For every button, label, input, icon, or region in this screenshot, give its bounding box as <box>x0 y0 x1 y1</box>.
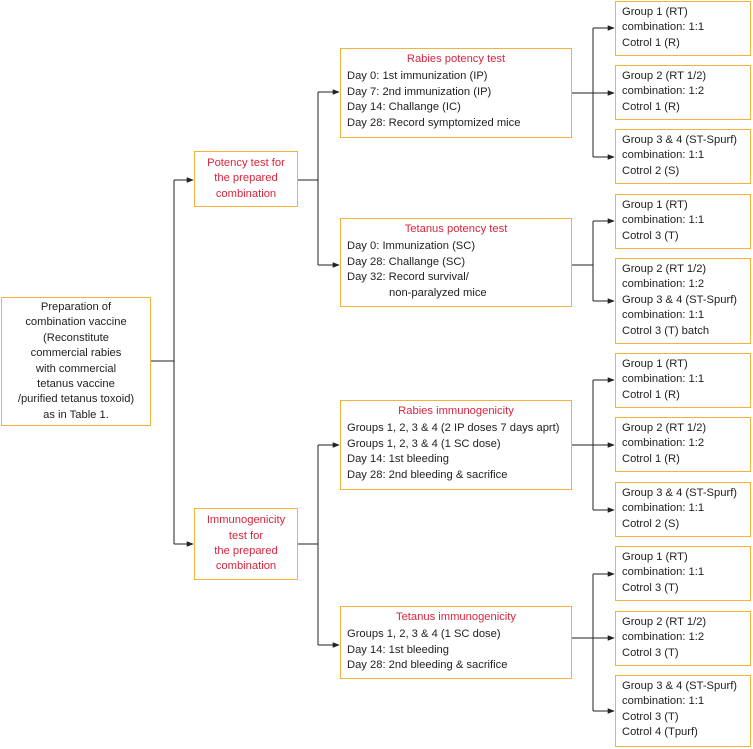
group-line: combination: 1:1 <box>622 502 705 515</box>
group-line: Cotrol 1 (R) <box>622 452 680 465</box>
root-line: tetanus vaccine <box>37 377 115 390</box>
tetanus-immuno-step: Groups 1, 2, 3 & 4 (1 SC dose) <box>347 628 501 641</box>
tetanus-immuno-title: Tetanus immunogenicity <box>395 611 516 623</box>
potency-line: the prepared <box>214 172 278 185</box>
rabies-immuno-step: Day 14: 1st bleeding <box>347 453 449 466</box>
group-box: Group 1 (RT) combination: 1:1 Cotrol 3 (… <box>615 194 751 249</box>
group-line: Cotrol 2 (S) <box>622 517 680 530</box>
group-line: Cotrol 3 (T) <box>622 229 679 242</box>
immuno-line: Immunogenicity <box>206 514 286 527</box>
group-line: combination: 1:1 <box>622 149 705 162</box>
potency-line: Potency test for <box>207 156 285 169</box>
group-line: combination: 1:1 <box>622 214 705 227</box>
group-line: Cotrol 3 (T) <box>622 581 679 594</box>
group-line: combination: 1:1 <box>622 309 705 322</box>
group-line: combination: 1:1 <box>622 566 705 579</box>
group-box: Group 2 (RT 1/2) combination: 1:2 Cotrol… <box>615 417 751 472</box>
group-line: Group 3 & 4 (ST-Spurf) <box>622 134 738 146</box>
group-line: Cotrol 1 (R) <box>622 36 680 49</box>
group-line: Group 1 (RT) <box>622 551 688 563</box>
tetanus-potency-title: Tetanus potency test <box>404 223 508 235</box>
group-box: Group 3 & 4 (ST-Spurf) combination: 1:1 … <box>615 482 751 537</box>
group-line: Group 2 (RT 1/2) <box>622 422 707 434</box>
group-box: Group 1 (RT) combination: 1:1 Cotrol 1 (… <box>615 1 751 56</box>
root-line: combination vaccine <box>25 316 127 329</box>
tetanus-potency-step: Day 28: Challange (SC) <box>347 255 466 268</box>
group-line: Group 3 & 4 (ST-Spurf) <box>622 487 738 499</box>
rabies-immuno-title: Rabies immunogenicity <box>398 405 514 417</box>
rabies-potency-step: Day 0: 1st immunization (IP) <box>347 70 488 83</box>
group-box: Group 3 & 4 (ST-Spurf) combination: 1:1 … <box>615 675 751 747</box>
immunogenicity-test-box: Immunogenicity test for the prepared com… <box>194 508 298 580</box>
root-line: as in Table 1. <box>43 408 109 421</box>
group-line: Group 3 & 4 (ST-Spurf) <box>622 680 738 692</box>
group-line: Cotrol 4 (Tpurf) <box>622 726 698 739</box>
group-line: combination: 1:2 <box>622 278 705 291</box>
group-line: Group 2 (RT 1/2) <box>622 263 707 275</box>
group-line: Cotrol 3 (T) batch <box>622 324 710 337</box>
tetanus-potency-box: Tetanus potency test Day 0: Immunization… <box>340 218 572 307</box>
group-line: Group 3 & 4 (ST-Spurf) <box>622 293 738 306</box>
rabies-immunogenicity-box: Rabies immunogenicity Groups 1, 2, 3 & 4… <box>340 400 572 490</box>
group-line: Group 1 (RT) <box>622 199 688 211</box>
group-line: Group 2 (RT 1/2) <box>622 70 707 82</box>
group-line: combination: 1:2 <box>622 631 705 644</box>
group-line: Cotrol 3 (T) <box>622 646 679 659</box>
tetanus-potency-step: Day 32: Record survival/ <box>347 271 469 284</box>
tetanus-potency-step: Day 0: Immunization (SC) <box>347 240 476 253</box>
root-preparation-box: Preparation of combination vaccine (Reco… <box>1 297 151 426</box>
group-line: Group 2 (RT 1/2) <box>622 616 707 628</box>
root-line: /purified tetanus toxoid) <box>17 393 135 406</box>
group-box: Group 1 (RT) combination: 1:1 Cotrol 3 (… <box>615 546 751 601</box>
group-line: combination: 1:1 <box>622 695 705 708</box>
tetanus-immuno-step: Day 14: 1st bleeding <box>347 643 449 656</box>
rabies-immuno-step: Groups 1, 2, 3 & 4 (1 SC dose) <box>347 437 501 450</box>
immuno-line: the prepared <box>214 545 278 557</box>
rabies-potency-title: Rabies potency test <box>406 53 506 65</box>
rabies-immuno-step: Groups 1, 2, 3 & 4 (2 IP doses 7 days ap… <box>347 422 560 435</box>
group-line: Group 1 (RT) <box>622 6 688 18</box>
rabies-potency-step: Day 7: 2nd immunization (IP) <box>347 85 492 98</box>
rabies-potency-box: Rabies potency test Day 0: 1st immunizat… <box>340 48 572 138</box>
rabies-immuno-step: Day 28: 2nd bleeding & sacrifice <box>347 468 508 481</box>
group-line: combination: 1:2 <box>622 85 705 98</box>
potency-test-box: Potency test for the prepared combinatio… <box>194 151 298 207</box>
group-line: Cotrol 1 (R) <box>622 388 680 401</box>
group-line: combination: 1:1 <box>622 21 705 34</box>
group-box: Group 3 & 4 (ST-Spurf) combination: 1:1 … <box>615 129 751 184</box>
group-line: Cotrol 3 (T) <box>622 710 679 723</box>
immuno-line: combination <box>215 560 277 573</box>
group-box: Group 2 (RT 1/2) combination: 1:2 Cotrol… <box>615 611 751 666</box>
root-line: commercial rabies <box>30 347 122 360</box>
tetanus-immuno-step: Day 28: 2nd bleeding & sacrifice <box>347 659 508 672</box>
group-line: combination: 1:2 <box>622 437 705 450</box>
tetanus-immunogenicity-box: Tetanus immunogenicity Groups 1, 2, 3 & … <box>340 606 572 679</box>
root-line: Preparation of <box>40 300 112 313</box>
root-line: with commercial <box>35 362 117 375</box>
immuno-line: test for <box>228 529 264 542</box>
group-line: Cotrol 1 (R) <box>622 100 680 113</box>
group-line: Group 1 (RT) <box>622 358 688 370</box>
group-line: combination: 1:1 <box>622 373 705 386</box>
group-line: Cotrol 2 (S) <box>622 164 680 177</box>
tetanus-potency-step-cont: non-paralyzed mice <box>389 286 487 299</box>
group-box: Group 2 (RT 1/2) combination: 1:2 Group … <box>615 258 751 344</box>
root-line: (Reconstitute <box>43 331 109 344</box>
group-box: Group 2 (RT 1/2) combination: 1:2 Cotrol… <box>615 65 751 120</box>
potency-line: combination <box>215 187 277 200</box>
rabies-potency-step: Day 14: Challange (IC) <box>347 101 461 114</box>
rabies-potency-step: Day 28: Record symptomized mice <box>347 116 521 129</box>
group-box: Group 1 (RT) combination: 1:1 Cotrol 1 (… <box>615 353 751 408</box>
